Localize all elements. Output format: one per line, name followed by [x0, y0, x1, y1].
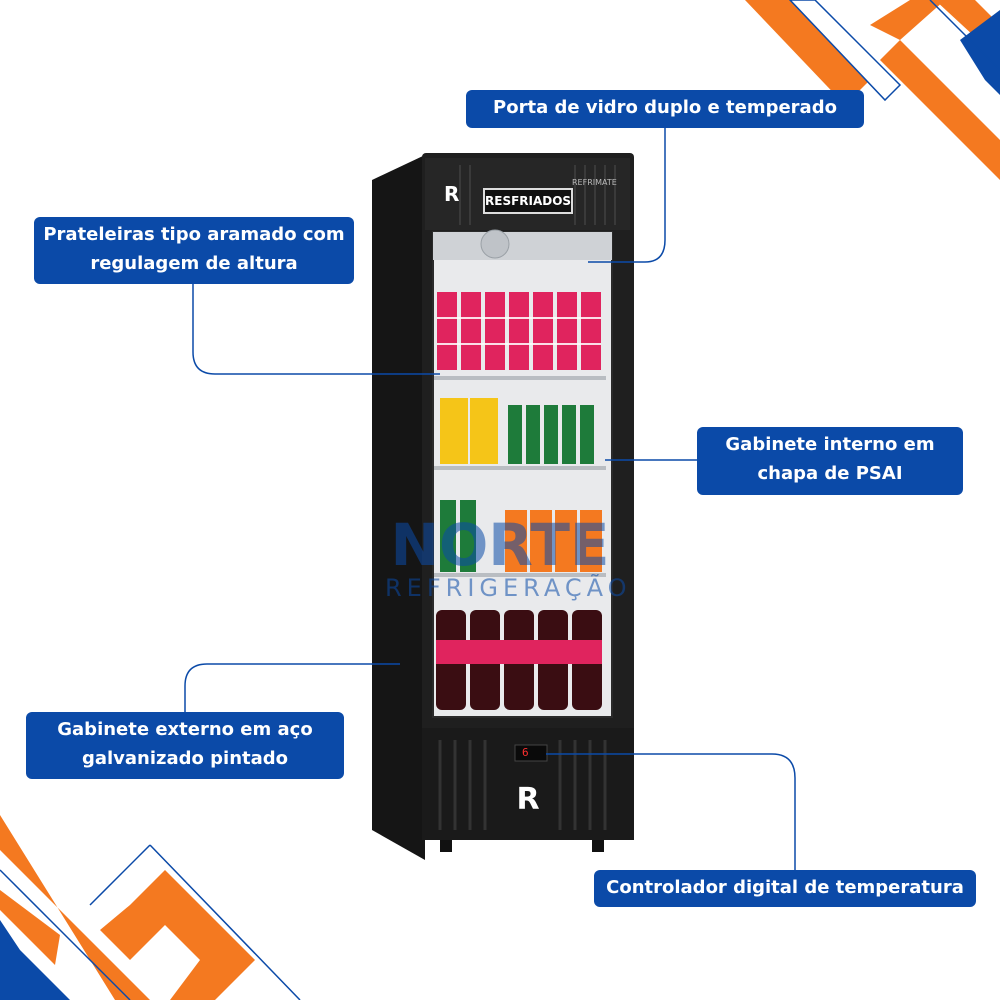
soda-cans	[437, 292, 601, 370]
fridge-sign: RESFRIADOS	[483, 188, 573, 214]
fridge-maker-logo: REFRIMATE	[572, 178, 617, 187]
fridge-logo-bottom: R	[516, 782, 540, 817]
label-shelves: Prateleiras tipo aramado com regulagem d…	[34, 217, 354, 284]
orange-soda-bottles	[440, 500, 602, 572]
label-inner-cabinet: Gabinete interno em chapa de PSAI	[697, 427, 963, 495]
fridge-side-panel	[372, 155, 425, 860]
label-inner-cabinet-line1: Gabinete interno em	[725, 434, 935, 455]
label-shelves-line2: regulagem de altura	[90, 253, 298, 274]
callout-shelves	[192, 284, 440, 375]
bottom-left-corner-stripes	[0, 815, 301, 1000]
temperature-display-value: 6	[522, 746, 529, 759]
label-shelves-line1: Prateleiras tipo aramado com	[43, 224, 345, 245]
callout-controller	[546, 753, 796, 870]
callout-door	[588, 128, 666, 263]
label-controller: Controlador digital de temperatura	[594, 870, 976, 907]
label-outer-cabinet-line1: Gabinete externo em aço	[57, 719, 313, 740]
top-right-corner-stripes	[745, 0, 1000, 180]
wire-shelves	[434, 376, 606, 577]
label-outer-cabinet: Gabinete externo em aço galvanizado pint…	[26, 712, 344, 779]
label-controller-line1: Controlador digital de temperatura	[606, 877, 964, 898]
fridge-logo-top: R	[444, 182, 460, 206]
cola-bottles	[436, 610, 602, 710]
watermark-line2: REFRIGERAÇÃO	[385, 574, 632, 602]
juice-and-bottles	[440, 398, 594, 464]
watermark-brand: NORTE REFRIGERAÇÃO	[385, 511, 632, 602]
label-outer-cabinet-line2: galvanizado pintado	[81, 748, 289, 769]
label-door-line1: Porta de vidro duplo e temperado	[493, 97, 837, 118]
callout-outer-cabinet	[184, 663, 400, 712]
label-inner-cabinet-line2: chapa de PSAI	[757, 463, 903, 484]
label-door: Porta de vidro duplo e temperado	[466, 90, 864, 128]
temperature-display	[514, 744, 548, 762]
watermark-line1: NORTE	[390, 511, 610, 579]
